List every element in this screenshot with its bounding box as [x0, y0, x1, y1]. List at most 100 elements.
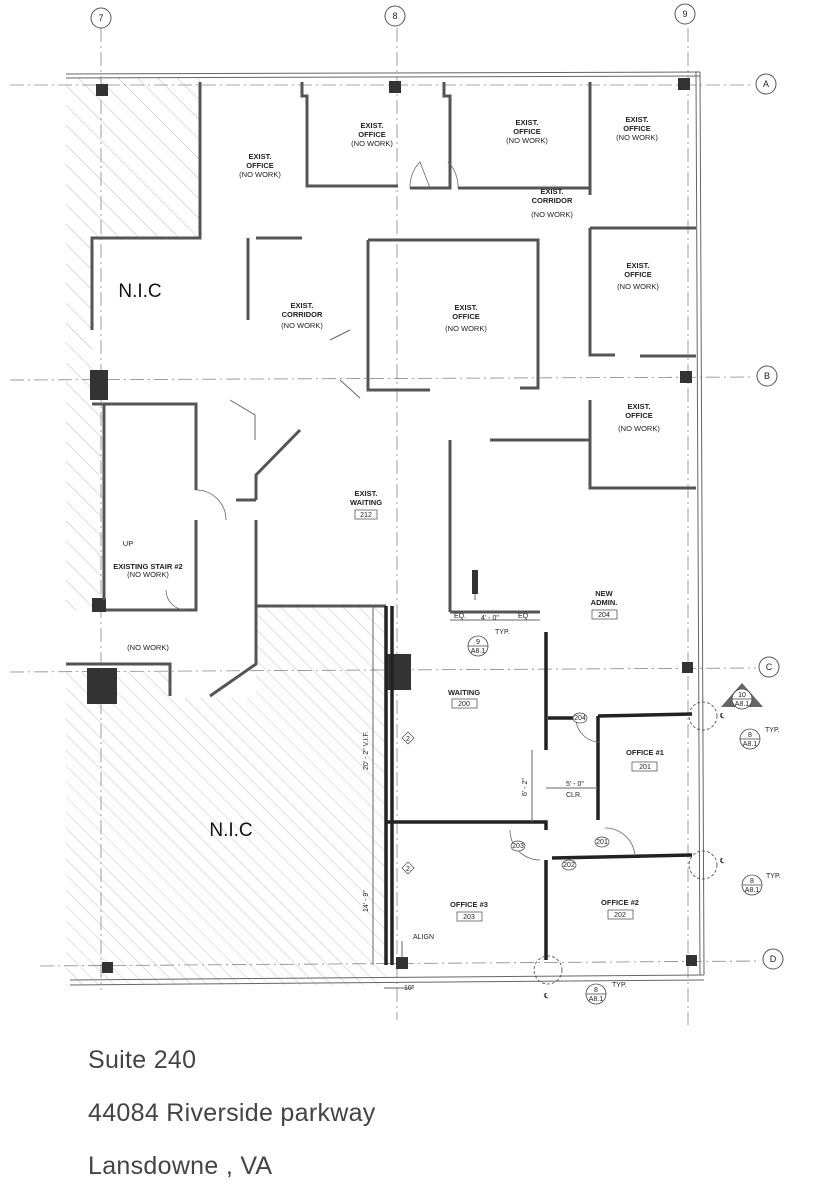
room-office-1: OFFICE #1 201	[626, 748, 664, 772]
room-exist-corridor-left: EXIST. CORRIDOR (NO WORK)	[281, 301, 323, 330]
room-name: OFFICE	[246, 161, 274, 170]
room-exist-office-6: EXIST. OFFICE (NO WORK)	[445, 303, 487, 333]
room-name: OFFICE	[358, 130, 386, 139]
grid-bubble-d: D	[762, 948, 784, 970]
dim-eq-2: EQ	[518, 613, 529, 620]
grid-label-a: A	[763, 79, 769, 89]
grid-bubble-9: 9	[674, 3, 696, 25]
room-note: (NO WORK)	[281, 321, 323, 330]
room-title: EXIST.	[626, 115, 649, 124]
room-number: 201	[639, 764, 651, 771]
keynote-diamond-1: 2	[401, 731, 415, 745]
room-note: (NO WORK)	[239, 170, 281, 179]
room-new-admin: NEW ADMIN. 204	[591, 589, 618, 620]
door-swings	[165, 161, 636, 861]
detail-num: 8	[750, 878, 754, 885]
room-number: 203	[463, 914, 475, 921]
detail-sheet: A8.1	[745, 887, 760, 894]
stair-up-label: UP	[123, 539, 133, 548]
room-stair: UP EXISTING STAIR #2 (NO WORK)	[113, 539, 182, 579]
room-office-2: OFFICE #2 202	[601, 898, 639, 920]
room-name: OFFICE	[452, 312, 480, 321]
grid-label-9: 9	[682, 9, 687, 19]
room-title: NEW	[595, 589, 613, 598]
dim-six-two: 6' - 2"	[522, 778, 529, 796]
detail-num: 10	[738, 692, 746, 699]
door-tags: 204 203 201 202	[510, 712, 610, 871]
typ-label: TYP.	[612, 982, 627, 989]
room-note: (NO WORK)	[351, 139, 393, 148]
caption-suite: Suite 240	[88, 1046, 197, 1074]
room-name: WAITING	[448, 688, 480, 697]
door-tag-202: 202	[563, 862, 575, 869]
room-note: (NO WORK)	[506, 136, 548, 145]
room-exist-office-2: EXIST. OFFICE (NO WORK)	[351, 121, 393, 148]
keynote-number: 2	[406, 866, 410, 873]
detail-num: 9	[476, 639, 480, 646]
room-title: EXIST.	[541, 187, 564, 196]
grid-lines	[9, 28, 761, 1025]
door-tag-204: 204	[574, 715, 586, 722]
room-title: EXIST.	[516, 118, 539, 127]
keynote-number: 2	[406, 736, 410, 743]
dim-align: ALIGN	[413, 934, 434, 941]
new-walls	[384, 570, 693, 965]
existing-walls	[66, 82, 696, 698]
door-tag-201: 201	[596, 839, 608, 846]
room-name: EXISTING STAIR #2	[113, 562, 182, 571]
caption-street: 44084 Riverside parkway	[88, 1099, 376, 1127]
room-exist-office-5: EXIST. OFFICE (NO WORK)	[617, 261, 659, 291]
room-title: EXIST.	[627, 261, 650, 270]
room-note: (NO WORK)	[445, 324, 487, 333]
room-exist-office-1: EXIST. OFFICE (NO WORK)	[239, 152, 281, 179]
room-name: OFFICE	[513, 127, 541, 136]
centerline-mark-1: ℄	[719, 713, 725, 720]
junction-markers	[533, 701, 718, 985]
centerline-mark-2: ℄	[719, 858, 725, 865]
room-number: 212	[360, 512, 372, 519]
nic-label-lower: N.I.C	[209, 820, 252, 841]
exterior-walls	[65, 71, 705, 986]
dim-vif: 20' - 2" V.I.F.	[363, 731, 370, 770]
room-name: OFFICE #2	[601, 898, 639, 907]
grid-bubble-a: A	[755, 73, 777, 95]
room-lower-left-note: (NO WORK)	[127, 643, 169, 652]
room-exist-office-7: EXIST. OFFICE (NO WORK)	[618, 402, 660, 433]
detail-tag-8a: 8 A8.1 TYP.	[739, 727, 780, 750]
room-name: OFFICE #3	[450, 900, 488, 909]
typ-label: TYP.	[765, 727, 780, 734]
detail-tag-10: 10 A8.1	[721, 683, 763, 710]
detail-sheet: A8.1	[589, 996, 604, 1003]
typ-label: TYP.	[766, 873, 781, 880]
detail-num: 8	[594, 987, 598, 994]
room-number: 200	[458, 701, 470, 708]
room-note: (NO WORK)	[617, 282, 659, 291]
detail-tag-8b: 8 A8.1 TYP.	[741, 873, 781, 896]
grid-label-8: 8	[392, 11, 397, 21]
floor-plan: 7 8 9 A B C D	[9, 3, 784, 1025]
dim-clr: CLR.	[566, 792, 582, 799]
dim-ten-in: 10"	[404, 985, 415, 992]
caption-city: Lansdowne , VA	[88, 1152, 273, 1180]
room-name: WAITING	[350, 498, 382, 507]
grid-bubble-7: 7	[90, 7, 112, 29]
structural-columns	[87, 78, 697, 973]
room-note: (NO WORK)	[531, 210, 573, 219]
room-note: (NO WORK)	[618, 424, 660, 433]
room-name: OFFICE #1	[626, 748, 664, 757]
detail-tag-9: 9 A8.1	[467, 635, 489, 657]
nic-zone-lower	[66, 606, 386, 985]
room-exist-corridor-top: EXIST. CORRIDOR (NO WORK)	[531, 187, 573, 219]
keynote-diamond-2: 2	[401, 861, 415, 875]
room-name: CORRIDOR	[282, 310, 323, 319]
room-name: OFFICE	[624, 270, 652, 279]
room-title: EXIST.	[628, 402, 651, 411]
detail-num: 8	[748, 732, 752, 739]
nic-label-upper: N.I.C	[118, 281, 161, 302]
room-number: 204	[598, 612, 610, 619]
room-number: 202	[614, 912, 626, 919]
grid-label-b: B	[764, 371, 770, 381]
room-title: EXIST.	[455, 303, 478, 312]
door-tag-203: 203	[512, 843, 524, 850]
dim-four-ft: 4' - 0"	[481, 615, 499, 622]
